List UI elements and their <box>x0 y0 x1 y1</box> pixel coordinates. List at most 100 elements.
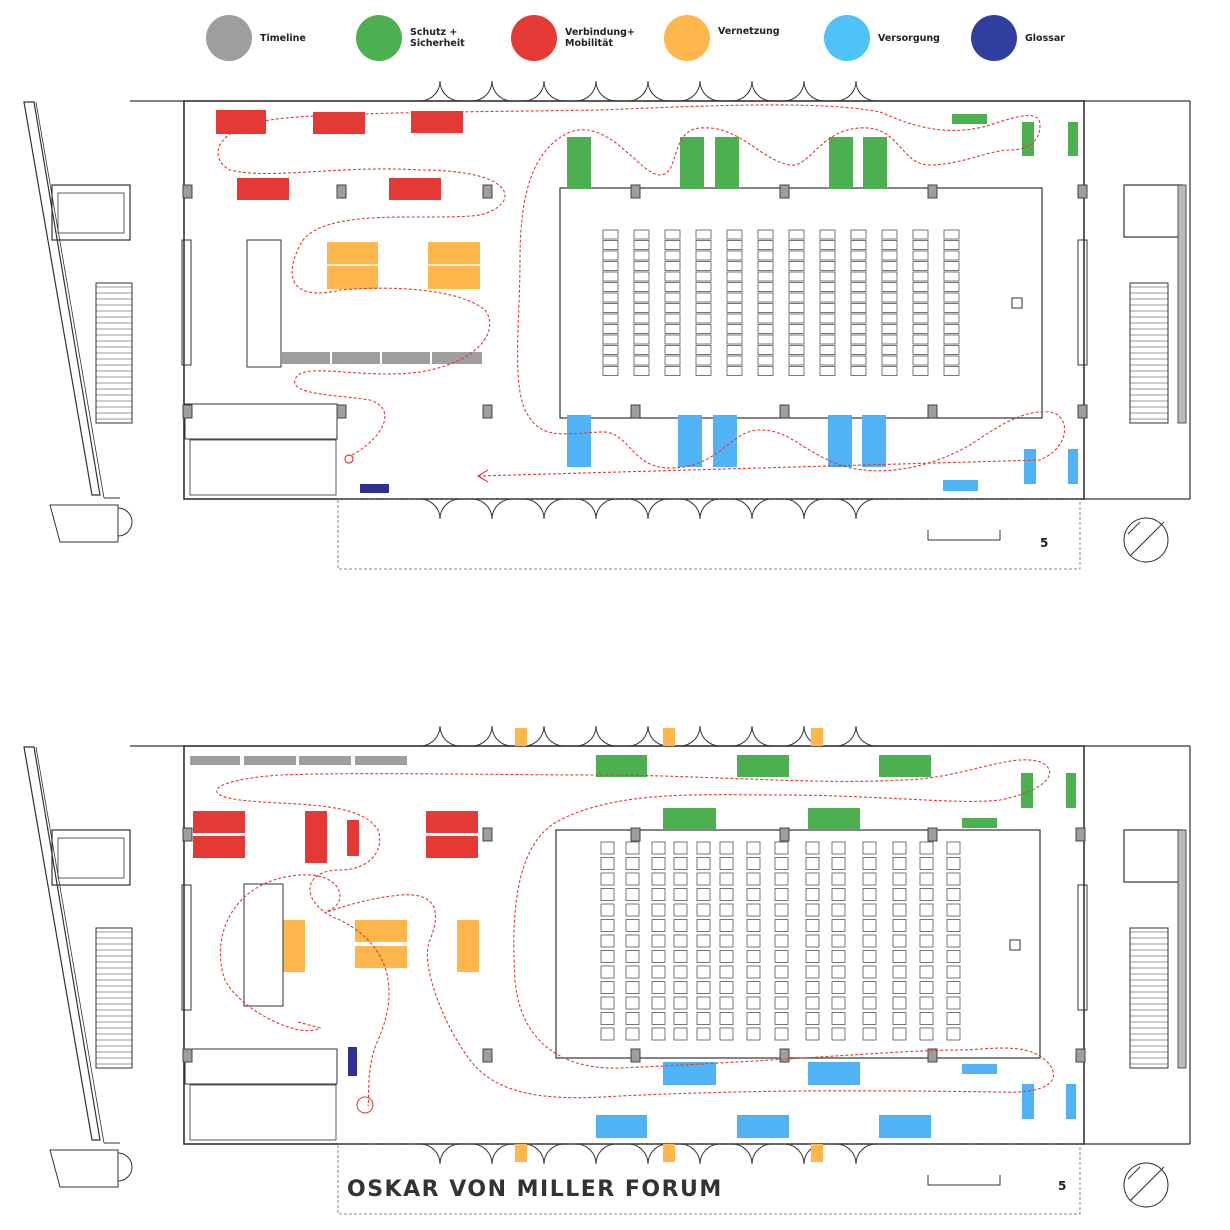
seat <box>602 355 619 366</box>
door-marker <box>811 1144 823 1162</box>
seat <box>600 950 615 963</box>
versorgung-block <box>808 1062 860 1085</box>
seat <box>946 903 961 917</box>
seat <box>862 903 877 917</box>
seat <box>819 366 836 376</box>
seat <box>881 345 898 355</box>
entry-vestibule <box>189 1084 337 1141</box>
seat <box>757 240 774 250</box>
seat <box>912 271 929 282</box>
seat <box>625 996 640 1010</box>
seat <box>673 965 688 979</box>
door-marker <box>515 728 527 746</box>
right-wall-column <box>1177 184 1187 424</box>
seat <box>788 240 805 250</box>
seat <box>600 965 615 979</box>
seat <box>726 313 743 324</box>
seat <box>862 934 877 948</box>
seat <box>919 903 934 917</box>
seat <box>696 1012 711 1025</box>
seat <box>774 903 789 917</box>
verbindung-block <box>193 836 245 858</box>
seat <box>673 919 688 932</box>
legend-label-vernetzung: Vernetzung <box>718 25 780 37</box>
versorgung-block <box>962 1064 997 1074</box>
seat <box>633 355 650 366</box>
seat <box>757 345 774 355</box>
schutz-block <box>1022 122 1034 156</box>
seat <box>850 324 867 334</box>
slanted-wall-inner <box>35 101 105 499</box>
seat <box>831 903 846 917</box>
pillar <box>182 1048 193 1063</box>
seat <box>892 903 907 917</box>
route-start <box>356 1096 374 1114</box>
seat <box>919 888 934 901</box>
seat <box>602 282 619 292</box>
north-arrow-line <box>1129 1166 1165 1202</box>
door-bottom <box>679 498 701 520</box>
door-top <box>679 725 701 747</box>
seat <box>602 229 619 240</box>
scale-label-top: 5 <box>1040 536 1048 550</box>
seat <box>664 366 681 376</box>
versorgung-block <box>737 1115 789 1138</box>
seat <box>805 981 820 994</box>
schutz-block <box>737 755 789 777</box>
door-top <box>699 80 721 102</box>
visitor-route <box>217 104 1066 477</box>
seat <box>850 303 867 313</box>
seat <box>602 292 619 303</box>
seat <box>788 271 805 282</box>
terrace-outline <box>337 1143 1081 1215</box>
vernetzung-block <box>283 920 305 972</box>
door-top <box>751 725 773 747</box>
seat <box>946 888 961 901</box>
versorgung-block <box>943 480 978 491</box>
seat <box>726 271 743 282</box>
auditorium-hall <box>559 187 1043 419</box>
seat <box>919 996 934 1010</box>
seat <box>850 313 867 324</box>
seat <box>673 934 688 948</box>
seat <box>862 872 877 886</box>
seat <box>850 261 867 271</box>
seat <box>633 303 650 313</box>
seat <box>673 1012 688 1025</box>
seat <box>746 1027 761 1041</box>
seat <box>881 334 898 345</box>
timeline-wall <box>243 883 284 1007</box>
seat <box>819 345 836 355</box>
seat <box>695 240 712 250</box>
glossar-block <box>348 1047 357 1076</box>
pillar <box>927 1048 938 1063</box>
versorgung-block <box>663 1062 716 1085</box>
door-top <box>595 725 617 747</box>
seat <box>695 271 712 282</box>
pillar <box>630 1048 641 1063</box>
seat <box>664 355 681 366</box>
verbindung-block <box>426 836 478 858</box>
schutz-block <box>567 137 591 189</box>
seat <box>919 1027 934 1041</box>
seat <box>600 903 615 917</box>
seat <box>862 888 877 901</box>
pillar <box>1075 827 1086 842</box>
seat <box>625 950 640 963</box>
seat <box>919 841 934 855</box>
entry-arc <box>117 1152 133 1182</box>
seat <box>831 934 846 948</box>
seat <box>892 857 907 870</box>
seat <box>695 366 712 376</box>
legend-swatch-versorgung <box>824 15 870 61</box>
seat <box>651 857 666 870</box>
seat <box>695 355 712 366</box>
seat <box>912 355 929 366</box>
seat <box>633 345 650 355</box>
pillar <box>1077 184 1088 199</box>
slanted-wall <box>23 101 101 496</box>
timeline-panel <box>190 756 240 765</box>
seat <box>625 965 640 979</box>
timeline-wall <box>246 239 282 368</box>
seat <box>946 919 961 932</box>
